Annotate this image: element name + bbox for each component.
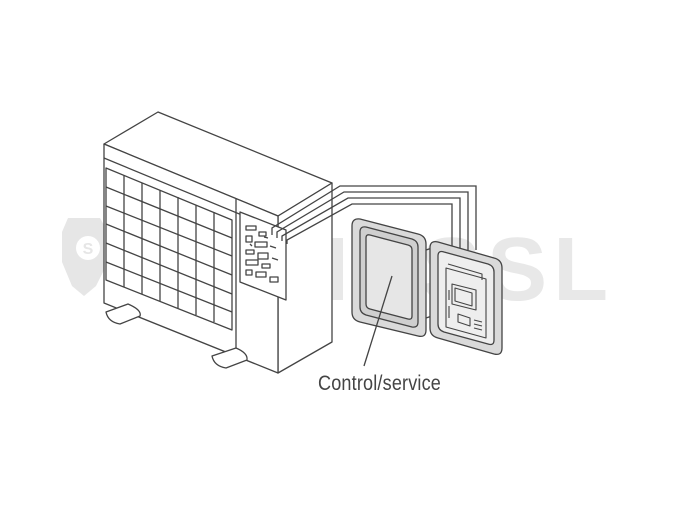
condensing-unit: [103, 111, 333, 374]
panel-inner-board: [445, 263, 487, 339]
fan-grille: [105, 167, 233, 331]
watermark-seal-icon: S: [62, 218, 108, 296]
control-board: [239, 211, 287, 301]
cable-bundle: [271, 185, 477, 250]
svg-text:S: S: [83, 241, 94, 258]
control-service-label: Control/service: [318, 372, 442, 395]
control-service-panel: [351, 218, 503, 356]
unit-feet: [105, 303, 248, 369]
caption-leader-line: [363, 275, 393, 367]
